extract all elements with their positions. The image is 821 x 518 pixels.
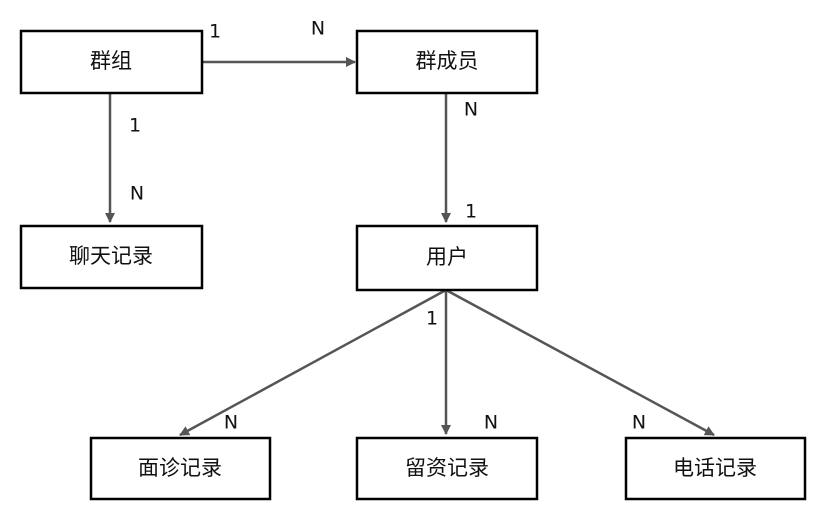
- entity-call-record-label: 电话记录: [673, 456, 757, 480]
- entity-group-member: 群成员: [355, 29, 539, 95]
- entity-call-record: 电话记录: [624, 436, 807, 501]
- entity-user-label: 用户: [426, 245, 468, 269]
- entity-chat-record: 聊天记录: [19, 224, 204, 290]
- user-to-call-arrow: [445, 288, 715, 437]
- cardinality-group-chat-one: 1: [129, 115, 141, 137]
- cardinality-user-call-many: N: [632, 412, 646, 434]
- cardinality-group-member-many: N: [311, 18, 325, 40]
- cardinality-user-records-one: 1: [426, 308, 438, 330]
- cardinality-member-user-many: N: [464, 99, 478, 121]
- entity-interview-record-label: 面诊记录: [138, 456, 222, 480]
- entity-group: 群组: [19, 29, 204, 95]
- entity-message-record: 留资记录: [355, 436, 539, 501]
- entity-user: 用户: [355, 224, 539, 292]
- cardinality-member-user-one: 1: [465, 201, 477, 223]
- cardinality-user-interview-many: N: [224, 412, 238, 434]
- entity-chat-record-label: 聊天记录: [69, 244, 153, 268]
- cardinality-user-message-many: N: [484, 412, 498, 434]
- entity-message-record-label: 留资记录: [405, 456, 489, 480]
- entity-group-label: 群组: [90, 49, 132, 73]
- entity-interview-record: 面诊记录: [89, 436, 272, 501]
- cardinality-group-member-one: 1: [209, 21, 221, 43]
- entity-group-member-label: 群成员: [416, 49, 479, 73]
- user-to-interview-arrow: [179, 288, 447, 437]
- cardinality-group-chat-many: N: [130, 183, 144, 205]
